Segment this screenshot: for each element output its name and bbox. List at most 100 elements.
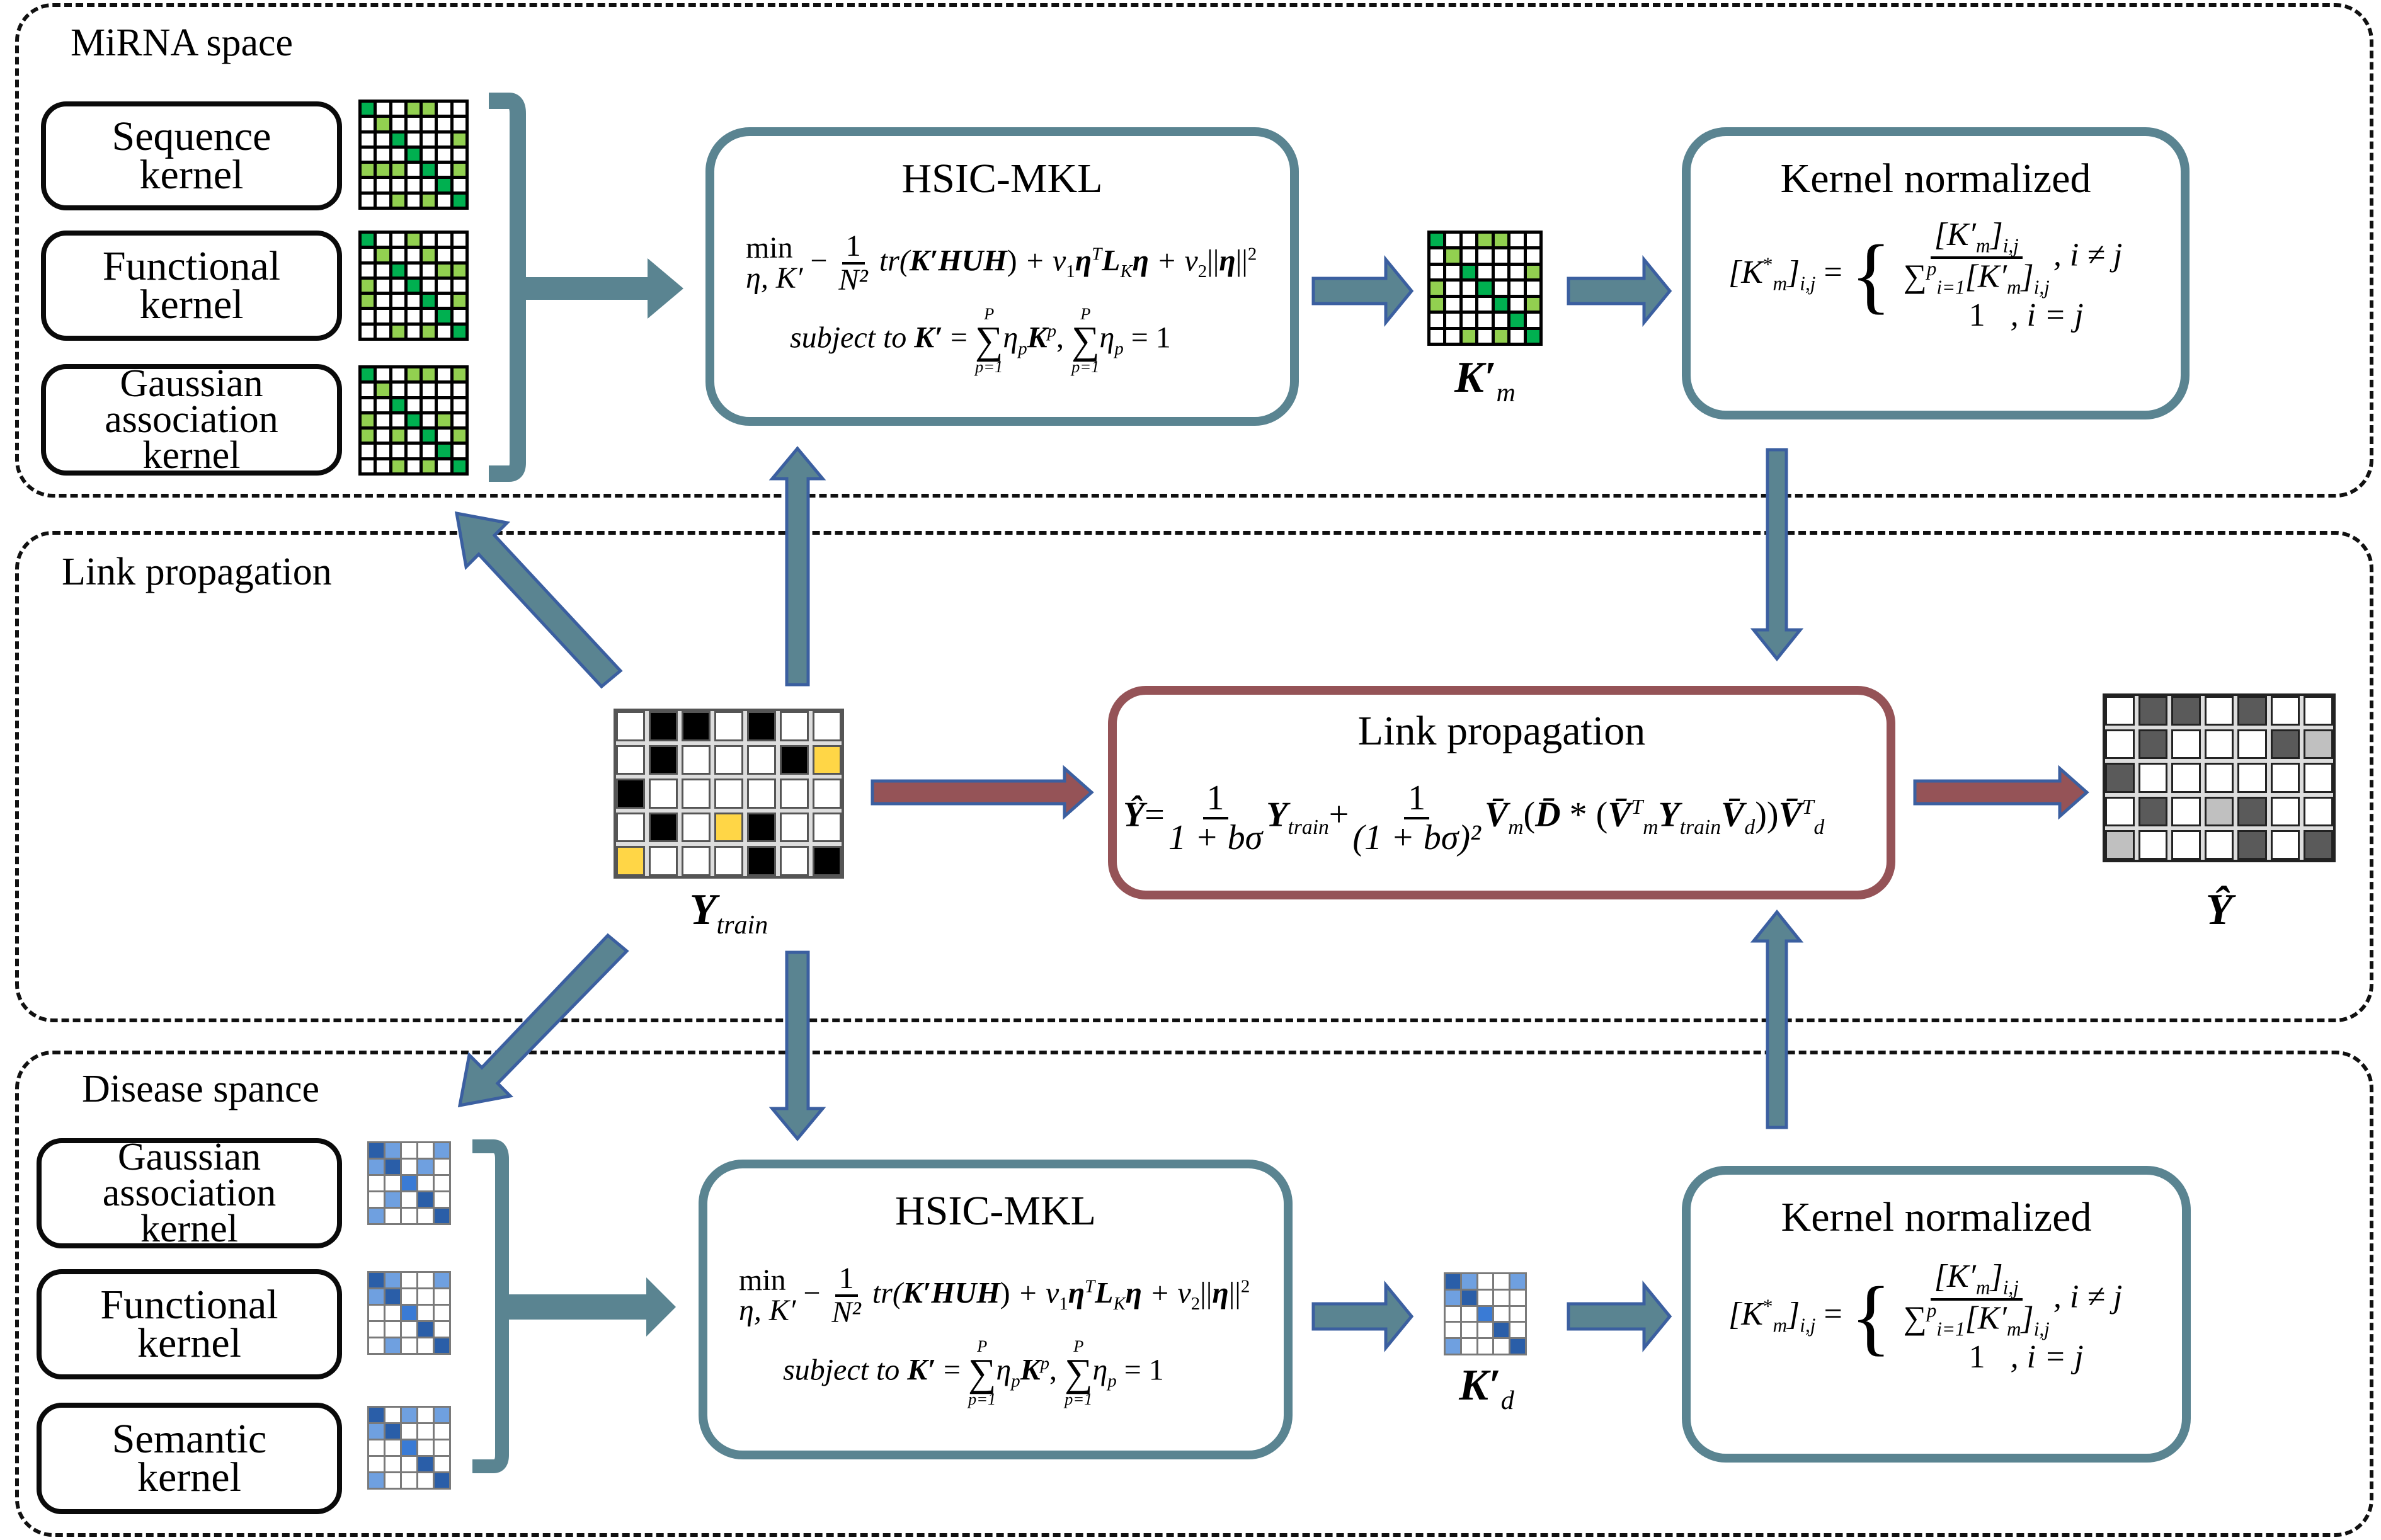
matrix-cell — [423, 148, 435, 161]
arrow-ytrain-to-hsic-top — [768, 446, 826, 687]
matrix-cell — [2204, 796, 2234, 826]
matrix-cell — [2138, 696, 2168, 726]
matrix-cell — [377, 148, 389, 161]
matrix-cell — [418, 1322, 433, 1337]
arrow-ytrain-to-hsic-bottom — [768, 950, 826, 1141]
mirna-bracket-arrow — [518, 258, 683, 319]
matrix-cell — [423, 194, 435, 207]
matrix-cell — [438, 414, 450, 427]
matrix-cell — [435, 1176, 449, 1190]
matrix-cell — [377, 295, 389, 307]
matrix-cell — [714, 846, 743, 876]
matrix-cell — [2105, 830, 2135, 860]
matrix-cell — [392, 249, 404, 261]
matrix-cell — [385, 1209, 400, 1223]
kernel-label-line: kernel — [139, 281, 244, 328]
matrix-cell — [1478, 1290, 1493, 1305]
kernel-label-line: Functional — [102, 242, 281, 289]
matrix-cell — [1462, 314, 1476, 327]
arrow-ytrain-to-mirna — [454, 511, 623, 689]
kernel-label-line: kernel — [139, 151, 244, 198]
matrix-cell — [435, 1424, 449, 1439]
matrix-cell — [402, 1273, 416, 1287]
disease-space-panel: Disease spance — [15, 1051, 2373, 1537]
matrix-cell — [453, 414, 465, 427]
matrix-cell — [2138, 763, 2168, 793]
arrow-ytrain-to-disease — [457, 933, 629, 1108]
matrix-cell — [649, 711, 678, 741]
link-propagation-title: Link propagation — [1357, 708, 1646, 754]
matrix-cell — [1526, 329, 1539, 343]
matrix-cell — [435, 1457, 449, 1471]
matrix-cell — [435, 1143, 449, 1158]
matrix-cell — [780, 779, 809, 809]
matrix-cell — [2171, 729, 2201, 760]
matrix-cell — [402, 1176, 416, 1190]
kernel-normalized-title-disease: Kernel normalized — [1781, 1194, 2092, 1240]
matrix-cell — [407, 445, 420, 457]
matrix-cell — [423, 234, 435, 246]
matrix-cell — [407, 384, 420, 396]
hsic-constraint-equation-disease: subject to K′ = P ∑ p=1 ηpKp, P ∑ p=1 ηp… — [783, 1337, 1164, 1409]
matrix-cell — [369, 1273, 384, 1287]
matrix-cell — [423, 310, 435, 322]
matrix-cell — [438, 133, 450, 145]
matrix-cell — [2304, 696, 2333, 726]
matrix-cell — [616, 744, 645, 775]
matrix-cell — [392, 384, 404, 396]
matrix-cell — [392, 179, 404, 191]
disease-gaussian-matrix — [367, 1141, 451, 1225]
matrix-cell — [1478, 265, 1492, 279]
matrix-cell — [423, 279, 435, 292]
matrix-cell — [362, 368, 374, 381]
kernel-label-line: kernel — [137, 1320, 241, 1366]
matrix-cell — [1430, 234, 1444, 247]
kernel-normalized-equation-disease: [K*m]i,j = { [K′m]i,j∑pi=1[K′m]i,j, i ≠ … — [1728, 1258, 2123, 1375]
matrix-cell — [385, 1338, 400, 1353]
mirna-gaussian-matrix — [358, 365, 469, 476]
matrix-cell — [392, 368, 404, 381]
kernel-label-line: kernel — [137, 1454, 241, 1500]
matrix-cell — [392, 279, 404, 292]
matrix-cell — [453, 133, 465, 145]
matrix-cell — [362, 164, 374, 176]
matrix-cell — [377, 399, 389, 411]
matrix-cell — [453, 249, 465, 261]
matrix-cell — [435, 1306, 449, 1320]
matrix-cell — [418, 1143, 433, 1158]
matrix-cell — [714, 779, 743, 809]
matrix-cell — [418, 1160, 433, 1174]
arrow-ytrain-to-link — [871, 765, 1094, 820]
matrix-cell — [423, 118, 435, 130]
matrix-cell — [362, 234, 374, 246]
matrix-cell — [747, 744, 776, 775]
matrix-cell — [2105, 729, 2135, 760]
matrix-cell — [438, 445, 450, 457]
matrix-cell — [423, 325, 435, 338]
matrix-cell — [453, 118, 465, 130]
matrix-cell — [385, 1289, 400, 1304]
kd-label: K′d — [1459, 1361, 1514, 1415]
matrix-cell — [682, 779, 711, 809]
matrix-cell — [1494, 265, 1508, 279]
matrix-cell — [362, 460, 374, 472]
matrix-cell — [392, 234, 404, 246]
matrix-cell — [453, 279, 465, 292]
matrix-cell — [2171, 796, 2201, 826]
matrix-cell — [407, 179, 420, 191]
matrix-cell — [1526, 314, 1539, 327]
matrix-cell — [438, 148, 450, 161]
matrix-cell — [1494, 282, 1508, 295]
matrix-cell — [438, 430, 450, 442]
matrix-cell — [1446, 297, 1459, 311]
matrix-cell — [747, 846, 776, 876]
mirna-sequence-matrix — [358, 100, 469, 210]
matrix-cell — [1462, 329, 1476, 343]
matrix-cell — [453, 399, 465, 411]
matrix-cell — [453, 368, 465, 381]
matrix-cell — [2237, 696, 2267, 726]
matrix-cell — [377, 103, 389, 115]
